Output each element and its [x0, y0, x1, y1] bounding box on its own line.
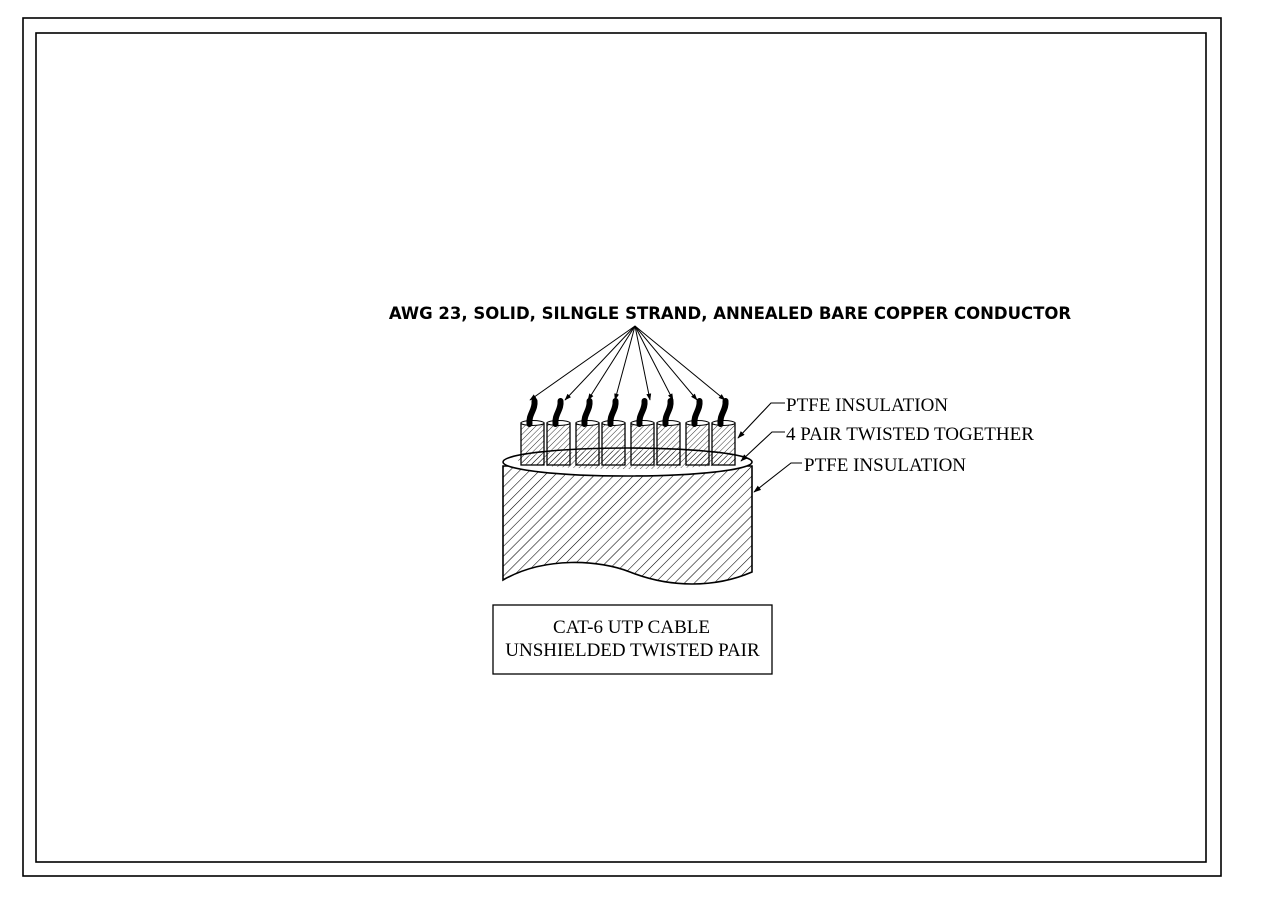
copper-conductor	[662, 398, 674, 427]
caption-box	[492, 604, 773, 675]
conductor-end-face	[711, 419, 736, 427]
copper-conductor	[636, 398, 648, 427]
insulated-conductor	[546, 398, 571, 466]
insulated-conductor	[575, 398, 600, 466]
jacket-insulation-leader	[753, 462, 802, 493]
insulated-conductor	[711, 398, 736, 466]
conductor-leaders	[529, 325, 726, 401]
copper-conductor	[691, 398, 703, 427]
twisted-pairs	[520, 398, 736, 466]
conductor-insulation	[630, 422, 655, 466]
callout-leaders	[737, 402, 802, 493]
insulated-conductor	[630, 398, 655, 466]
twisted-label: 4 PAIR TWISTED TOGETHER	[786, 424, 1034, 445]
insulated-conductor	[520, 398, 545, 466]
conductor-leader-line	[564, 325, 636, 401]
conductor-insulation	[546, 422, 571, 466]
conductor-leader-line	[614, 325, 636, 401]
conductor-end-face	[656, 419, 681, 427]
copper-conductor	[717, 398, 729, 427]
conductor-insulation	[520, 422, 545, 466]
conductor-label: AWG 23, SOLID, SILNGLE STRAND, ANNEALED …	[389, 304, 1072, 323]
conductor-end-face	[685, 419, 710, 427]
inner-border	[35, 32, 1207, 863]
insulated-conductor	[656, 398, 681, 466]
conductor-leader-line	[634, 325, 726, 401]
jacket-insulation-label: PTFE INSULATION	[804, 455, 966, 476]
conductor-leader-line	[634, 325, 674, 401]
copper-conductor	[526, 398, 538, 427]
conductor-end-face	[630, 419, 655, 427]
insulated-conductor	[685, 398, 710, 466]
copper-conductor	[607, 398, 619, 427]
conductor-end-face	[601, 419, 626, 427]
conductor-insulation	[685, 422, 710, 466]
conductor-insulation	[711, 422, 736, 466]
insulated-conductor	[601, 398, 626, 466]
conductor-leader-line	[634, 325, 698, 401]
conductor-insulation	[656, 422, 681, 466]
conductor-insulation	[575, 422, 600, 466]
conductor-leader-line	[634, 325, 652, 401]
caption-line-2: UNSHIELDED TWISTED PAIR	[505, 640, 760, 661]
pair-insulation-label: PTFE INSULATION	[786, 395, 948, 416]
pair-insulation-leader	[737, 402, 785, 439]
copper-conductor	[581, 398, 593, 427]
conductor-insulation	[601, 422, 626, 466]
outer-border	[22, 17, 1222, 877]
twisted-leader	[740, 431, 785, 462]
conductor-end-face	[546, 419, 571, 427]
conductor-leader-line	[587, 325, 636, 401]
conductor-end-face	[575, 419, 600, 427]
conductor-leader-line	[529, 325, 636, 401]
cable-jacket	[502, 447, 753, 585]
caption-line-1: CAT-6 UTP CABLE	[553, 617, 710, 638]
jacket-inner-core	[518, 451, 738, 469]
copper-conductor	[552, 398, 564, 427]
conductor-end-face	[520, 419, 545, 427]
